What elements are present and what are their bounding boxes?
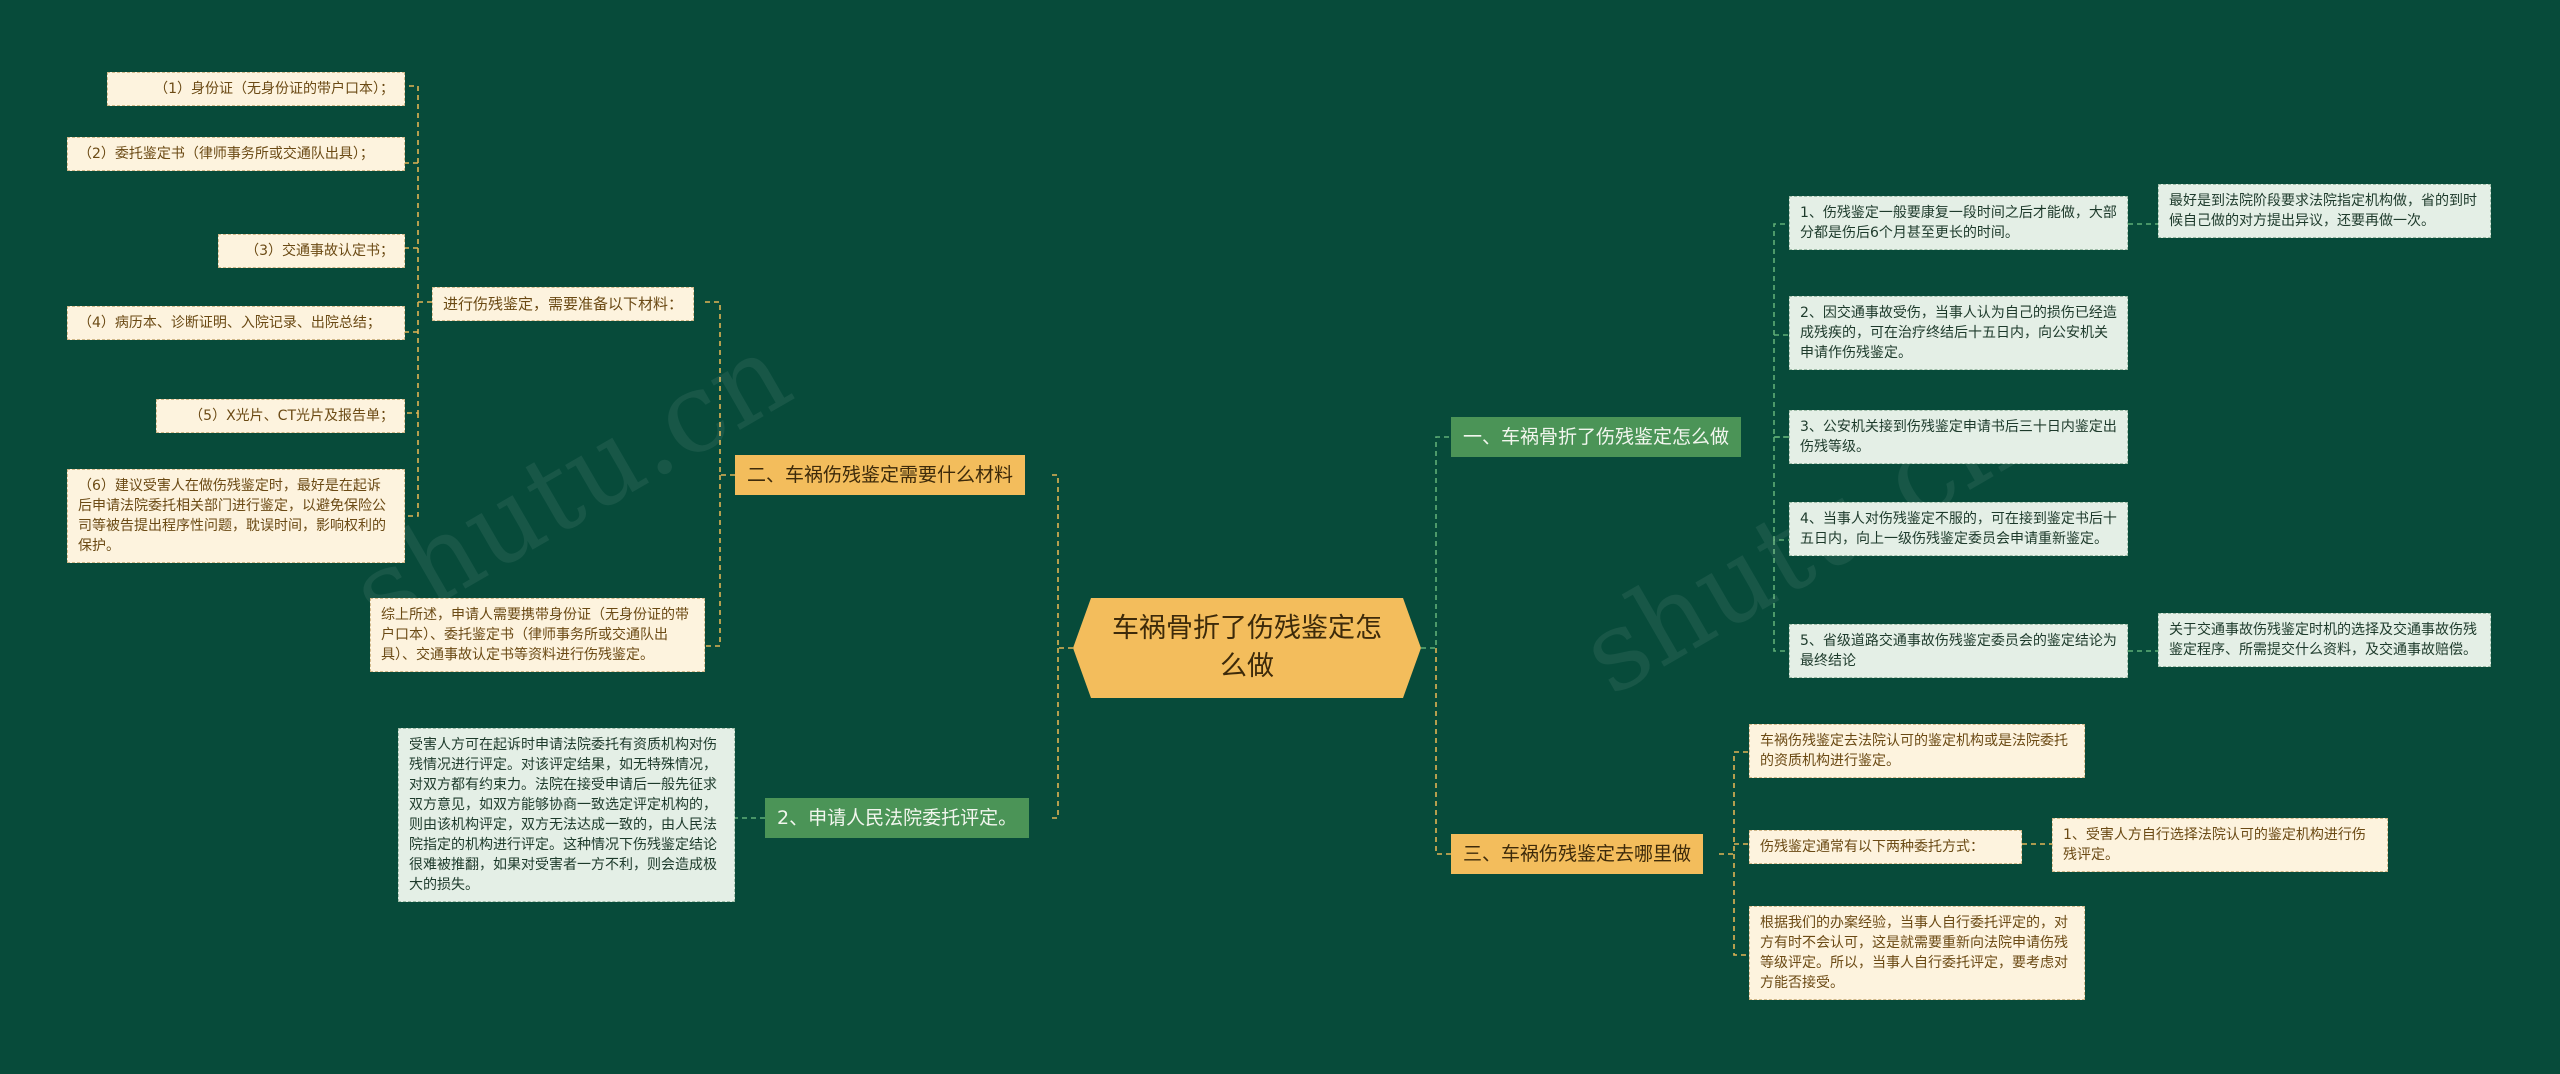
material-item[interactable]: （1）身份证（无身份证的带户口本）； xyxy=(107,72,405,106)
material-item-text: （1）身份证（无身份证的带户口本）； xyxy=(154,81,394,97)
where-item[interactable]: 根据我们的办案经验，当事人自行委托评定的，对方有时不会认可，这是就需要重新向法院… xyxy=(1749,906,2085,1000)
material-item[interactable]: （2）委托鉴定书（律师事务所或交通队出具）； xyxy=(67,137,405,171)
branch-where-label: 三、车祸伤残鉴定去哪里做 xyxy=(1463,843,1692,865)
how-to-note-text: 关于交通事故伤残鉴定时机的选择及交通事故伤残鉴定程序、所需提交什么资料，及交通事… xyxy=(2169,622,2477,658)
where-sub-item-text: 1、受害人方自行选择法院认可的鉴定机构进行伤残评定。 xyxy=(2063,827,2366,863)
how-to-note-text: 最好是到法院阶段要求法院指定机构做，省的到时候自己做的对方提出异议，还要再做一次… xyxy=(2169,193,2477,229)
materials-summary-text: 综上所述，申请人需要携带身份证（无身份证的带户口本）、委托鉴定书（律师事务所或交… xyxy=(381,607,689,663)
where-item-text: 车祸伤残鉴定去法院认可的鉴定机构或是法院委托的资质机构进行鉴定。 xyxy=(1760,733,2068,769)
how-to-step[interactable]: 3、公安机关接到伤残鉴定申请书后三十日内鉴定出伤残等级。 xyxy=(1789,410,2128,464)
material-item-text: （5）X光片、CT光片及报告单； xyxy=(189,408,394,424)
how-to-note[interactable]: 关于交通事故伤残鉴定时机的选择及交通事故伤残鉴定程序、所需提交什么资料，及交通事… xyxy=(2158,613,2491,667)
how-to-step[interactable]: 5、省级道路交通事故伤残鉴定委员会的鉴定结论为最终结论 xyxy=(1789,624,2128,678)
branch-how-to-label: 一、车祸骨折了伤残鉴定怎么做 xyxy=(1463,426,1730,448)
how-to-step[interactable]: 1、伤残鉴定一般要康复一段时间之后才能做，大部分都是伤后6个月甚至更长的时间。 xyxy=(1789,196,2128,250)
where-item-text: 根据我们的办案经验，当事人自行委托评定的，对方有时不会认可，这是就需要重新向法院… xyxy=(1760,915,2068,991)
branch-court-entrust-label: 2、申请人民法院委托评定。 xyxy=(777,807,1018,829)
materials-intro-text: 进行伤残鉴定，需要准备以下材料： xyxy=(443,295,684,313)
where-item-text: 伤残鉴定通常有以下两种委托方式： xyxy=(1760,839,1984,855)
where-item[interactable]: 车祸伤残鉴定去法院认可的鉴定机构或是法院委托的资质机构进行鉴定。 xyxy=(1749,724,2085,778)
how-to-step-text: 3、公安机关接到伤残鉴定申请书后三十日内鉴定出伤残等级。 xyxy=(1800,419,2117,455)
branch-court-entrust[interactable]: 2、申请人民法院委托评定。 xyxy=(765,798,1030,838)
branch-materials-label: 二、车祸伤残鉴定需要什么材料 xyxy=(747,464,1014,486)
where-item[interactable]: 伤残鉴定通常有以下两种委托方式： xyxy=(1749,830,2022,864)
materials-summary[interactable]: 综上所述，申请人需要携带身份证（无身份证的带户口本）、委托鉴定书（律师事务所或交… xyxy=(370,598,705,672)
materials-intro[interactable]: 进行伤残鉴定，需要准备以下材料： xyxy=(432,287,695,321)
how-to-note[interactable]: 最好是到法院阶段要求法院指定机构做，省的到时候自己做的对方提出异议，还要再做一次… xyxy=(2158,184,2491,238)
branch-where[interactable]: 三、车祸伤残鉴定去哪里做 xyxy=(1451,834,1704,874)
how-to-step[interactable]: 4、当事人对伤残鉴定不服的，可在接到鉴定书后十五日内，向上一级伤残鉴定委员会申请… xyxy=(1789,502,2128,556)
how-to-step-text: 2、因交通事故受伤，当事人认为自己的损伤已经造成残疾的，可在治疗终结后十五日内，… xyxy=(1800,305,2117,361)
material-item[interactable]: （5）X光片、CT光片及报告单； xyxy=(156,399,405,433)
branch-how-to[interactable]: 一、车祸骨折了伤残鉴定怎么做 xyxy=(1451,417,1742,457)
how-to-step-text: 4、当事人对伤残鉴定不服的，可在接到鉴定书后十五日内，向上一级伤残鉴定委员会申请… xyxy=(1800,511,2117,547)
branch-materials[interactable]: 二、车祸伤残鉴定需要什么材料 xyxy=(735,455,1026,495)
how-to-step-text: 5、省级道路交通事故伤残鉴定委员会的鉴定结论为最终结论 xyxy=(1800,633,2117,669)
material-item[interactable]: （4）病历本、诊断证明、入院记录、出院总结； xyxy=(67,306,405,340)
court-entrust-detail[interactable]: 受害人方可在起诉时申请法院委托有资质机构对伤残情况进行评定。对该评定结果，如无特… xyxy=(398,728,735,902)
how-to-step-text: 1、伤残鉴定一般要康复一段时间之后才能做，大部分都是伤后6个月甚至更长的时间。 xyxy=(1800,205,2117,241)
where-sub-item[interactable]: 1、受害人方自行选择法院认可的鉴定机构进行伤残评定。 xyxy=(2052,818,2388,872)
root-title: 车祸骨折了伤残鉴定怎么做 xyxy=(1112,613,1382,682)
material-item-text: （2）委托鉴定书（律师事务所或交通队出具）； xyxy=(78,146,374,162)
material-item-text: （3）交通事故认定书； xyxy=(245,243,394,259)
material-item-text: （6）建议受害人在做伤残鉴定时，最好是在起诉后申请法院委托相关部门进行鉴定，以避… xyxy=(78,478,386,554)
material-item[interactable]: （6）建议受害人在做伤残鉴定时，最好是在起诉后申请法院委托相关部门进行鉴定，以避… xyxy=(67,469,405,563)
how-to-step[interactable]: 2、因交通事故受伤，当事人认为自己的损伤已经造成残疾的，可在治疗终结后十五日内，… xyxy=(1789,296,2128,370)
court-entrust-text: 受害人方可在起诉时申请法院委托有资质机构对伤残情况进行评定。对该评定结果，如无特… xyxy=(409,737,717,893)
material-item-text: （4）病历本、诊断证明、入院记录、出院总结； xyxy=(78,315,381,331)
root-topic[interactable]: 车祸骨折了伤残鉴定怎么做 xyxy=(1073,598,1421,698)
material-item[interactable]: （3）交通事故认定书； xyxy=(218,234,405,268)
